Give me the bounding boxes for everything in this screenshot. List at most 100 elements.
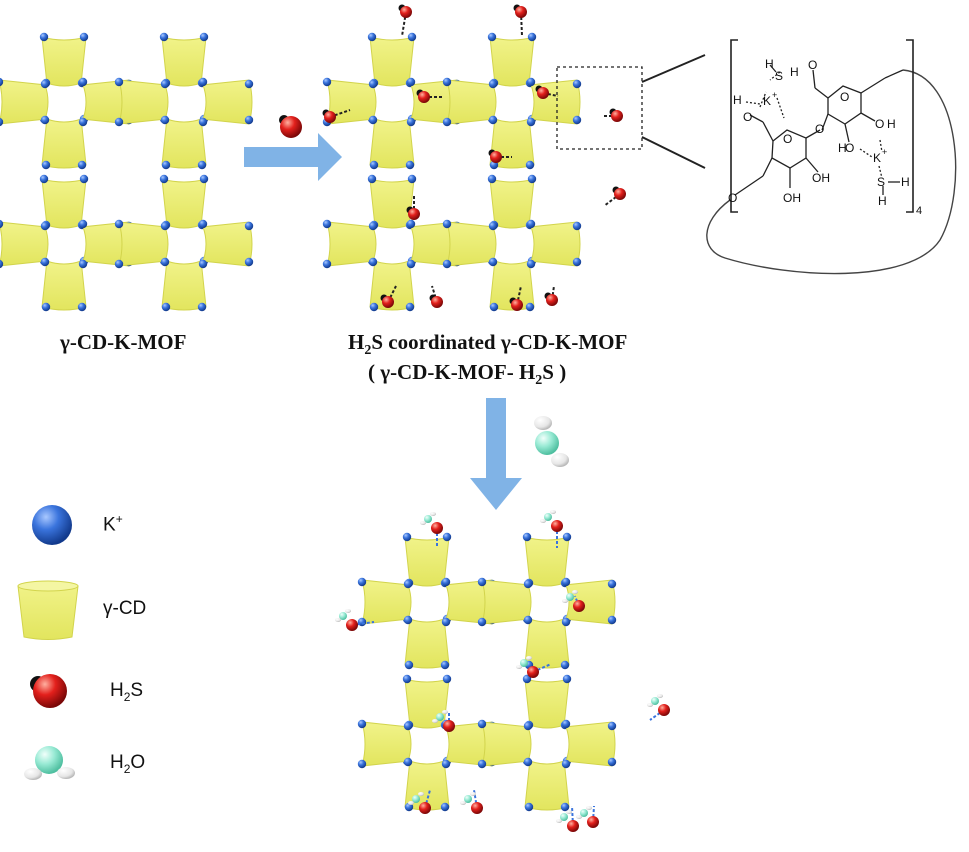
right-bracket [906, 39, 914, 213]
k-ion [477, 617, 487, 627]
k-ion [367, 32, 377, 42]
mof-framework-h2o-exchanged [357, 532, 617, 812]
polymer-loop [706, 69, 957, 275]
legend-k-ball-icon [32, 505, 72, 545]
gamma-cd-unit [565, 579, 616, 625]
caption-mof: γ-CD-K-MOF [60, 330, 187, 354]
h2s-molecule [573, 600, 585, 612]
h2o-molecule [566, 593, 574, 601]
k-ion [198, 77, 208, 87]
gamma-cd-unit [369, 118, 415, 169]
gamma-cd-unit [326, 221, 377, 267]
h2s-molecule [611, 110, 623, 122]
k-ion [403, 721, 413, 731]
reaction-arrow-right [244, 133, 342, 181]
h2o-hydrogen [576, 815, 582, 819]
h2o-molecule [544, 513, 552, 521]
k-ion [526, 219, 536, 229]
gamma-cd-unit [481, 721, 532, 767]
gamma-cd-unit [524, 678, 570, 729]
k-ion [525, 302, 535, 312]
k-ion [489, 302, 499, 312]
gamma-cd-unit [369, 36, 415, 87]
k-ion [406, 219, 416, 229]
h2s-molecule [431, 296, 443, 308]
k-ion [442, 117, 452, 127]
h2o-hydrogen [550, 510, 556, 514]
gamma-cd-unit [41, 118, 87, 169]
k-ion [161, 302, 171, 312]
h2o-hydrogen [430, 512, 436, 516]
gamma-cd-unit [446, 221, 497, 267]
h2o-hydrogen [556, 819, 562, 823]
k-ion [198, 259, 208, 269]
zoom-connector-top [641, 54, 706, 83]
k-ion [403, 579, 413, 589]
h2s-molecule [431, 522, 443, 534]
k-ion [487, 32, 497, 42]
k-ion [244, 257, 254, 267]
free-h2o-hydrogen [534, 416, 552, 430]
gamma-cd-unit [489, 178, 535, 229]
k-ion [40, 79, 50, 89]
h2o-molecule [520, 659, 528, 667]
h2o-hydrogen [562, 599, 568, 603]
struct-label-oh1: OH [812, 171, 830, 185]
h2o-hydrogen [526, 656, 532, 660]
legend-h2o-label: H2O [110, 752, 145, 776]
h2s-molecule [515, 6, 527, 18]
k-ion [403, 615, 413, 625]
k-ion [523, 579, 533, 589]
struct-label-k2: K [873, 151, 881, 165]
gamma-cd-unit [361, 579, 412, 625]
h2s-molecule [490, 151, 502, 163]
struct-label-bridge-o: O [815, 122, 824, 136]
legend-h2o-pre: H [110, 752, 124, 773]
k-ion [406, 259, 416, 269]
k-ion [522, 532, 532, 542]
k-ion [369, 302, 379, 312]
caption-short-post: S ) [542, 360, 567, 384]
k-ion [441, 759, 451, 769]
k-ion [560, 660, 570, 670]
reaction-arrow-down [470, 398, 522, 510]
k-ion [561, 719, 571, 729]
k-ion [561, 577, 571, 587]
k-ion [523, 721, 533, 731]
k-ion [526, 259, 536, 269]
h2o-molecule [560, 813, 568, 821]
k-ion [524, 802, 534, 812]
k-ion [441, 617, 451, 627]
k-ion [402, 674, 412, 684]
k-ion [402, 532, 412, 542]
struct-label-ring-o1: O [783, 132, 792, 146]
h2o-hydrogen [335, 618, 341, 622]
k-ion [572, 115, 582, 125]
gamma-cd-unit [161, 178, 207, 229]
struct-label-oh2: OH [783, 191, 801, 205]
k-ion [526, 77, 536, 87]
k-ion [527, 32, 537, 42]
k-ion [78, 219, 88, 229]
struct-label-h3: H [733, 93, 742, 107]
legend-cd-label: γ-CD [103, 598, 147, 619]
k-ion [607, 721, 617, 731]
gamma-cd-unit [524, 760, 570, 811]
legend-k-text: K [103, 514, 116, 536]
k-ion [440, 802, 450, 812]
h2o-hydrogen [345, 609, 351, 613]
k-ion [368, 115, 378, 125]
h2o-coordination-bond [571, 805, 574, 827]
mof-framework-h2s-coordinated [322, 32, 582, 312]
struct-label-s1: S [775, 69, 783, 83]
h2o-hydrogen [460, 801, 466, 805]
h2o-coordination-bond [424, 789, 431, 809]
k-ion [368, 79, 378, 89]
k-ion [403, 757, 413, 767]
h2o-molecule [436, 713, 444, 721]
k-ion [367, 174, 377, 184]
caption-coordinated-post: S coordinated γ-CD-K-MOF [371, 330, 628, 354]
legend-h2s-post: S [130, 680, 144, 701]
k-ion [405, 302, 415, 312]
k-ion [198, 219, 208, 229]
